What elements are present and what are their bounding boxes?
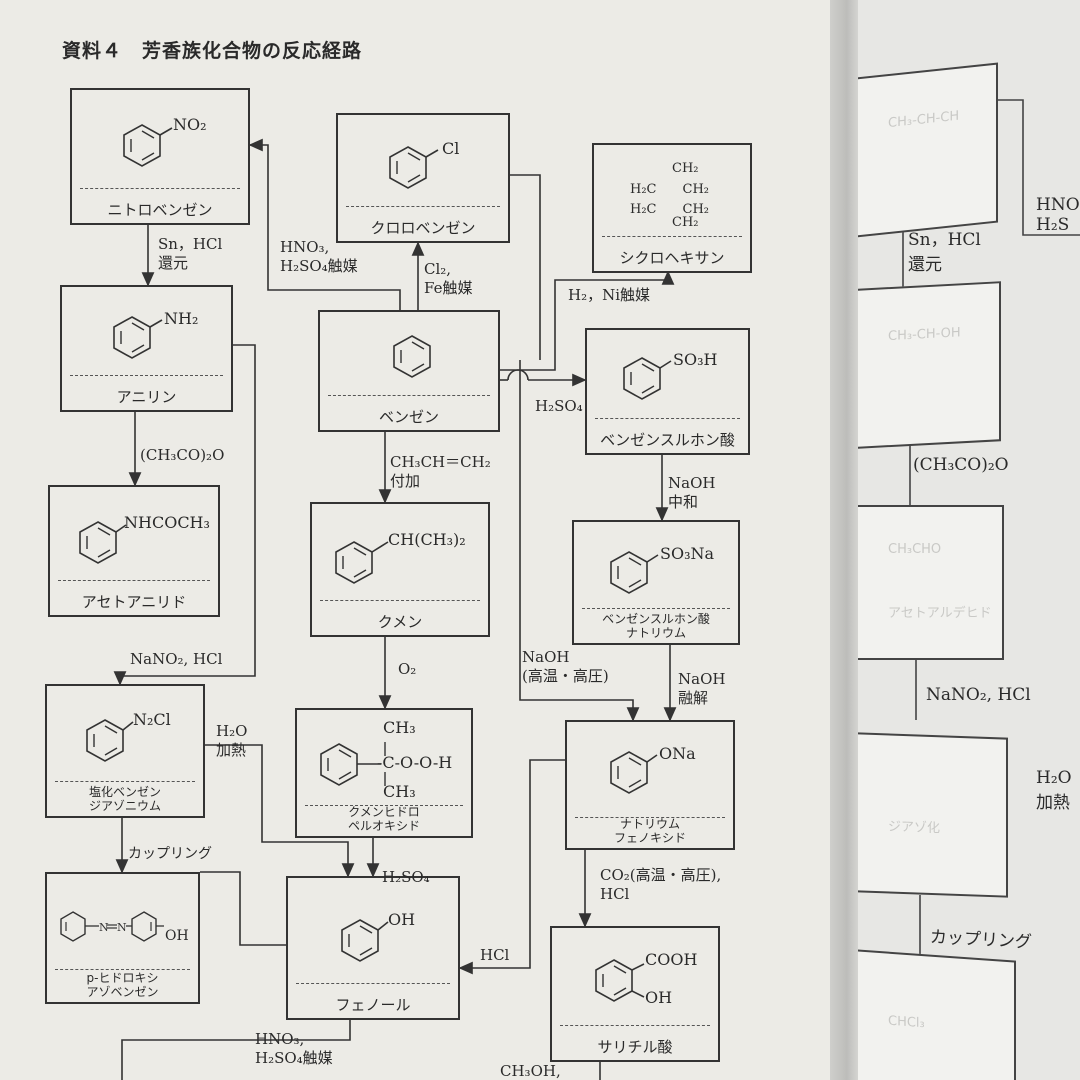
azobenzene-structure-icon: N N <box>60 911 164 942</box>
label-sulfonation: H₂SO₄ <box>535 397 583 415</box>
benzene-ring-icon <box>610 751 658 794</box>
compound-name: アセトアニリド <box>81 593 187 611</box>
phenoxide-group: ONa <box>659 744 696 763</box>
hydroxy-group: OH <box>388 910 416 929</box>
right-box-1: CH₃-CH-CH <box>858 62 998 238</box>
benzene-ring-icon <box>389 146 439 189</box>
phenol-box: OH フェノール <box>286 876 460 1020</box>
benzene-ring-icon <box>610 551 659 594</box>
label-naoh-high: NaOH(高温・高圧) <box>522 648 609 685</box>
right-page: CH₃-CH-CH CH₃-CH-OH CH₃CHO アセトアルデヒド ジアゾ化… <box>858 0 1080 1080</box>
right-box-4: ジアゾ化 <box>858 732 1008 898</box>
sodium-phenoxide-box: ONa ナトリウム フェノキシド <box>565 720 735 850</box>
benzenesulfonic-acid-box: SO₃H ベンゼンスルホン酸 <box>585 328 750 455</box>
chlorobenzene-box: Cl クロロベンゼン <box>336 113 510 243</box>
hydroxyazobenzene-box: N N OH p-ヒドロキシ アゾベンゼン <box>45 872 200 1004</box>
label-diazotization: NaNO₂, HCl <box>130 650 223 668</box>
acetamido-group: NHCOCH₃ <box>124 513 210 532</box>
book-spine <box>830 0 858 1080</box>
right-label-diazotization: NaNO₂, HCl <box>926 685 1031 705</box>
label-nitration-bottom: HNO₃,H₂SO₄触媒 <box>255 1030 333 1067</box>
compound-name: ベンゼンスルホン酸 ナトリウム <box>602 612 710 640</box>
carboxyl-group: COOH <box>645 950 698 969</box>
amino-group: NH₂ <box>164 309 199 328</box>
benzene-ring-icon <box>341 919 389 962</box>
left-page: 資料４ 芳香族化合物の反応経路 <box>0 0 830 1080</box>
compound-name: ナトリウム フェノキシド <box>613 817 686 845</box>
sulfonate-group: SO₃Na <box>660 544 715 563</box>
compound-name: ニトロベンゼン <box>107 201 213 219</box>
label-kolbe: CO₂(高温・高圧),HCl <box>600 866 722 903</box>
benzene-ring-icon <box>113 316 163 359</box>
right-label-coupling: カップリング <box>929 927 1033 953</box>
benzene-ring-icon <box>335 541 389 584</box>
nitro-group: NO₂ <box>173 115 207 134</box>
svg-text:N: N <box>99 921 109 934</box>
label-hcl: HCl <box>480 946 510 964</box>
benzene-ring-icon <box>623 357 672 400</box>
benzene-box: ベンゼン <box>318 310 500 432</box>
compound-name: p-ヒドロキシ アゾベンゼン <box>86 971 159 999</box>
compound-name: 塩化ベンゼン ジアゾニウム <box>88 785 161 813</box>
isopropyl-group: CH(CH₃)₂ <box>388 530 466 549</box>
sodium-benzenesulfonate-box: SO₃Na ベンゼンスルホン酸 ナトリウム <box>572 520 740 645</box>
benzene-ring-icon <box>86 719 134 762</box>
cyclohexane-box: CH₂ H₂C CH₂ H₂C CH₂ CH₂ シクロヘキサン <box>592 143 752 273</box>
label-nitration: HNO₃,H₂SO₄触媒 <box>280 238 358 275</box>
label-acetylation: (CH₃CO)₂O <box>140 446 225 464</box>
compound-name: フェノール <box>335 996 411 1014</box>
compound-name: シクロヘキサン <box>619 249 725 267</box>
compound-name: ベンゼンスルホン酸 <box>600 431 735 449</box>
label-coupling: カップリング <box>128 846 212 862</box>
diazonium-group: N₂Cl <box>133 710 171 729</box>
label-hydrogenation: H₂，Ni触媒 <box>568 286 651 304</box>
compound-name: クメンヒドロ ペルオキシド <box>347 805 420 833</box>
label-acid-cleavage: H₂SO₄ <box>382 868 430 886</box>
benzene-ring-icon <box>595 959 645 1002</box>
right-box-2: CH₃-CH-OH <box>858 281 1001 449</box>
salicylic-acid-box: COOH OH サリチル酸 <box>550 926 720 1062</box>
right-box-5: CHCl₃ <box>858 949 1016 1080</box>
page-title: 資料４ 芳香族化合物の反応経路 <box>62 40 363 62</box>
right-label-acetylation: (CH₃CO)₂O <box>913 455 1009 475</box>
aniline-box: NH₂ アニリン <box>60 285 233 412</box>
hydroxy-group: OH <box>645 988 673 1007</box>
compound-name: アニリン <box>116 388 177 406</box>
right-box-3: CH₃CHO アセトアルデヒド <box>858 505 1004 660</box>
compound-name: サリチル酸 <box>597 1038 673 1056</box>
svg-text:N: N <box>117 921 127 934</box>
nitrobenzene-box: NO₂ ニトロベンゼン <box>70 88 250 225</box>
cumene-hydroperoxide-box: CH₃ -C-O-O-H CH₃ クメンヒドロ ペルオキシド <box>295 708 473 838</box>
benzene-ring-icon <box>123 124 173 167</box>
benzene-ring-icon <box>393 335 431 378</box>
compound-name: クメン <box>377 613 423 631</box>
label-chlorination: Cl₂,Fe触媒 <box>424 260 473 297</box>
reaction-arrows <box>113 138 677 1080</box>
compound-name: ベンゼン <box>378 408 439 426</box>
cumene-box: CH(CH₃)₂ クメン <box>310 502 490 637</box>
chloro-group: Cl <box>442 139 460 158</box>
sulfo-group: SO₃H <box>673 350 718 369</box>
label-methanol: CH₃OH, <box>500 1062 561 1080</box>
hydroxy-group: OH <box>165 928 189 944</box>
benzene-ring-icon <box>79 521 127 564</box>
label-oxidation: O₂ <box>398 660 417 678</box>
benzenediazonium-box: N₂Cl 塩化ベンゼン ジアゾニウム <box>45 684 205 818</box>
acetanilide-box: NHCOCH₃ アセトアニリド <box>48 485 220 617</box>
compound-name: クロロベンゼン <box>370 219 476 237</box>
benzene-ring-icon <box>320 742 386 786</box>
